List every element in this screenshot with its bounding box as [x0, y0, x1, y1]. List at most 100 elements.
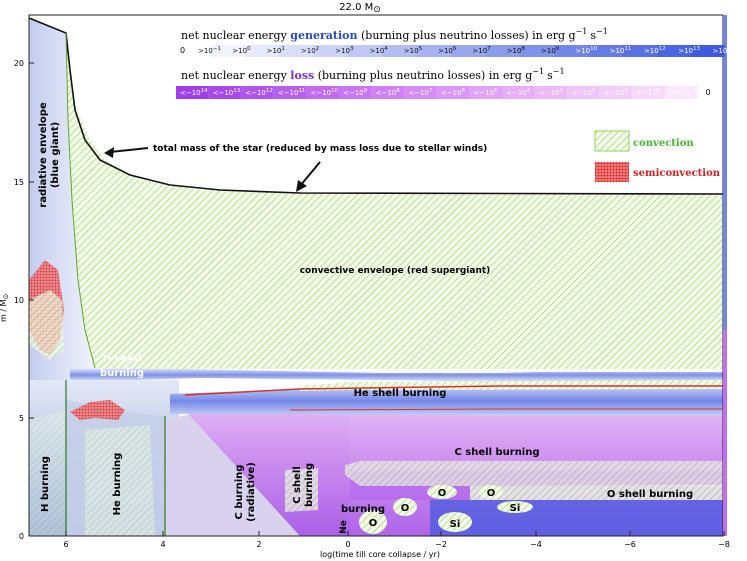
legend-loss: net nuclear energy loss (burning plus ne… — [176, 67, 711, 99]
o-burning-blob-4 — [479, 485, 503, 499]
x-axis-label: log(time till core collapse / yr) — [320, 550, 440, 559]
o-burning-blob-3 — [427, 485, 457, 499]
legend-bin-swatch — [502, 86, 535, 99]
legend-bin-label: <−108 — [376, 88, 401, 97]
legend-bin-swatch — [273, 86, 307, 99]
legend-bin-swatch — [313, 45, 348, 57]
legend-bin-swatch — [534, 86, 568, 99]
o-burning-blob-1 — [359, 510, 387, 534]
legend-bin-swatch — [278, 45, 314, 57]
legend-bin-swatch — [210, 45, 245, 57]
x-tick-label: 4 — [160, 540, 165, 549]
he-burning-convective-core — [85, 425, 155, 536]
si-burning-blob-1 — [438, 512, 472, 532]
legend-zero-label: 0 — [180, 46, 185, 55]
total-mass-curve — [29, 17, 723, 195]
x-tick-label: 2 — [256, 540, 261, 549]
legend-bin-label: >101 — [267, 46, 285, 55]
o-shell-label: O shell burning — [607, 489, 693, 500]
legend-bin-label: <−107 — [408, 88, 433, 97]
legend-bin-label: >10−1 — [198, 46, 221, 55]
legend-bin-swatch — [469, 86, 502, 99]
legend-bin-label: <−105 — [473, 88, 498, 97]
semiconvection-key-label: semiconvection — [633, 168, 721, 179]
right-color-strip — [723, 15, 727, 536]
c-shell-small — [285, 468, 318, 512]
burning-label: burning — [341, 504, 385, 515]
legend-bin-label: <−1011 — [278, 88, 306, 97]
y-tick-label: 15 — [14, 178, 24, 187]
legend-bin-swatch — [244, 45, 279, 57]
convective-envelope-region — [66, 33, 723, 369]
legend-bin-swatch — [176, 86, 209, 99]
legend-bin-label: >105 — [404, 46, 423, 55]
legend-bin-label: >104 — [370, 46, 389, 55]
legend-bin-swatch — [306, 86, 339, 99]
semiconvection-swatch — [595, 162, 629, 182]
legend-bin-swatch — [416, 45, 451, 57]
y-tick-label: 5 — [19, 414, 24, 423]
o-label-2: O — [401, 503, 410, 514]
legend-bin-swatch — [339, 86, 372, 99]
c-shell-burning-label-1: C shell — [292, 466, 303, 504]
o-burning-blob-2 — [393, 498, 417, 516]
ne-label: Ne — [339, 520, 349, 534]
legend-bin-label: <−104 — [506, 88, 531, 97]
legend-bin-swatch — [567, 86, 600, 99]
legend-bin-swatch — [404, 86, 437, 99]
total-mass-label: total mass of the star (reduced by mass … — [153, 144, 487, 154]
legend-convection: convection semiconvection — [594, 130, 721, 182]
legend-bin-swatch — [632, 86, 665, 99]
he-burning-label: He burning — [112, 453, 123, 516]
c-shell-burning-label-2: burning — [304, 463, 315, 507]
legend-bin-swatch — [371, 86, 405, 99]
convection-swatch — [594, 130, 630, 152]
o-label-4: O — [487, 488, 496, 499]
legend-bin-swatch — [176, 45, 211, 57]
he-shell-burning-band — [170, 386, 723, 416]
h-shell-label-1: H shell — [103, 354, 142, 365]
legend-generation-bins: 0>10−1>100>101>102>103>104>105>106>107>1… — [176, 45, 735, 57]
legend-bin-label: <−1013 — [213, 88, 241, 97]
legend-bin-label: >106 — [438, 46, 457, 55]
convective-boundary — [65, 32, 96, 369]
arrow-total-mass-1 — [109, 147, 149, 153]
legend-bin-swatch — [347, 45, 382, 57]
legend-bin-label: >102 — [301, 46, 319, 55]
legend-loss-title: net nuclear energy loss (burning plus ne… — [181, 67, 565, 82]
legend-bin-label: <−101 — [604, 88, 628, 97]
blue-giant-label: (blue giant) — [50, 122, 61, 188]
legend-bin-swatch — [656, 45, 691, 57]
legend-bin-swatch — [690, 45, 725, 57]
o-label-1: O — [369, 518, 378, 529]
he-shell-semiconvection — [184, 385, 723, 396]
legend-bin-label: <−1012 — [245, 88, 273, 97]
annotations: radiative envelope (blue giant) total ma… — [38, 102, 693, 534]
legend-bin-swatch — [484, 45, 519, 57]
legend-bin-label: <−106 — [441, 88, 466, 97]
x-tick-label: −8 — [718, 540, 730, 549]
legend-bin-label: <−1010 — [310, 88, 338, 97]
diagram-title: 22.0 M⊙ — [339, 2, 381, 15]
y-axis-label: m / M⊙ — [0, 294, 10, 322]
arrow-head-2 — [296, 180, 307, 192]
plot-area — [29, 17, 723, 536]
legend-bin-swatch — [519, 45, 554, 57]
legend-bin-swatch — [587, 45, 622, 57]
right-color-strip-purple — [723, 330, 727, 536]
legend-bin-swatch — [208, 86, 242, 99]
legend-bin-swatch — [665, 86, 698, 99]
y-tick-label: 20 — [14, 59, 24, 68]
legend-loss-bins: 0<−1014<−1013<−1012<−1011<−1010<−109<−10… — [176, 86, 711, 99]
legend-generation-title: net nuclear energy generation (burning p… — [181, 27, 608, 42]
c-shell-convection — [345, 461, 723, 486]
convective-envelope-label: convective envelope (red supergiant) — [300, 266, 491, 276]
legend-bin-label: >100 — [232, 46, 251, 55]
x-tick-label: 0 — [345, 540, 350, 549]
x-tick-label: −6 — [624, 540, 636, 549]
h-burning-convective-core — [29, 410, 66, 536]
legend-bin-swatch — [241, 86, 274, 99]
o-label-3: O — [438, 488, 447, 499]
legend-bin-label: >1014 — [713, 46, 735, 55]
